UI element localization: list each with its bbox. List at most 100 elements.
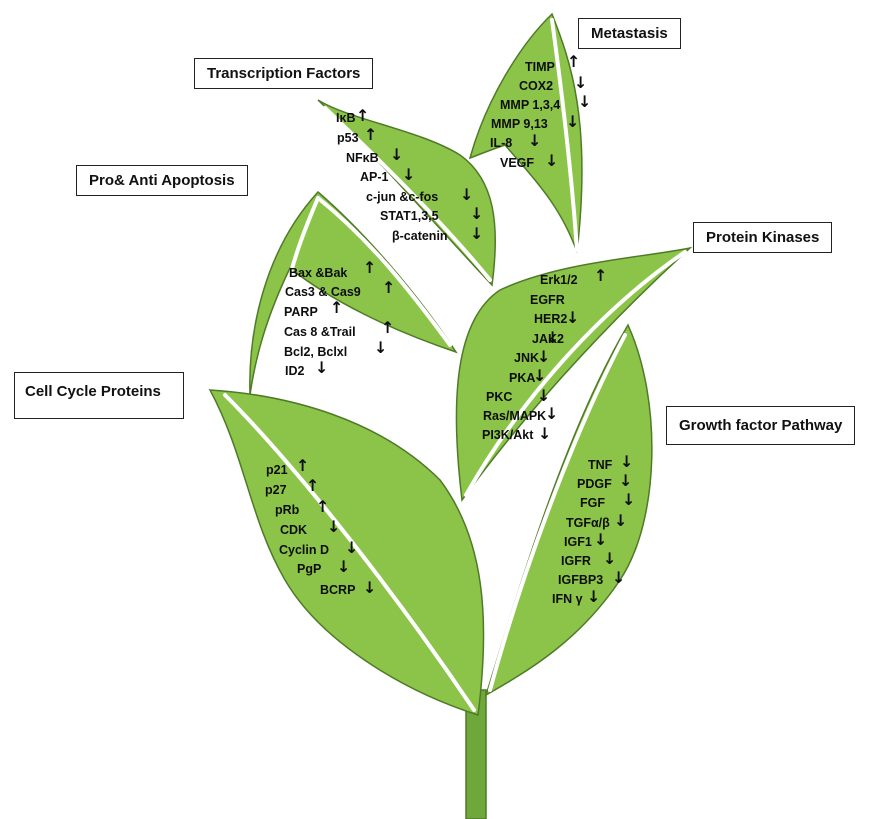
arrow-icon: ↑ xyxy=(567,52,581,71)
list-item: pRb xyxy=(275,503,300,517)
apoptosis-label: Pro& Anti Apoptosis xyxy=(76,165,248,196)
list-item: IκB xyxy=(336,111,356,125)
arrow-icon: ↓ xyxy=(574,73,588,92)
arrow-icon: ↓ xyxy=(587,587,601,606)
arrow-icon: ↓ xyxy=(566,112,580,131)
transcription-factors-leaf xyxy=(317,99,497,287)
arrow-icon: ↑ xyxy=(363,258,377,277)
apoptosis-leaf-vein-2 xyxy=(316,196,452,347)
list-item: Bax &Bak xyxy=(289,266,348,280)
arrow-icon: ↓ xyxy=(612,568,626,587)
protein-kinases-leaf xyxy=(455,246,693,502)
list-item: IGFR xyxy=(561,554,591,568)
list-item: MMP 9,13 xyxy=(491,117,548,131)
arrow-icon: ↓ xyxy=(545,404,559,423)
list-item: β-catenin xyxy=(392,229,448,243)
arrow-icon: ↑ xyxy=(316,497,330,516)
apoptosis-leaf-vein xyxy=(283,196,320,302)
arrow-icon: ↓ xyxy=(578,92,592,111)
list-item: Cas 8 &Trail xyxy=(284,325,356,339)
list-item: p27 xyxy=(265,483,287,497)
arrow-icon: ↓ xyxy=(545,151,559,170)
arrow-icon: ↑ xyxy=(364,125,378,144)
arrow-icon: ↓ xyxy=(315,358,329,377)
list-item: IFN γ xyxy=(552,592,583,606)
list-item: HER2 xyxy=(534,312,568,326)
list-item: JNK xyxy=(514,351,540,365)
list-item: STAT1,3,5 xyxy=(380,209,439,223)
list-item: c-jun &c-fos xyxy=(366,190,439,204)
arrow-icon: ↓ xyxy=(622,490,636,509)
arrow-icon: ↓ xyxy=(537,347,551,366)
list-item: JAK2 xyxy=(532,332,564,346)
list-item: COX2 xyxy=(519,79,554,93)
arrow-icon: ↑ xyxy=(296,456,310,475)
cell-cycle-leaf xyxy=(208,389,485,716)
list-item: FGF xyxy=(580,496,605,510)
arrow-icon: ↓ xyxy=(537,386,551,405)
arrow-icon: ↑ xyxy=(356,106,370,125)
protein-kinases-leaf-vein xyxy=(464,250,687,497)
arrow-icon: ↑ xyxy=(382,278,396,297)
list-item: ID2 xyxy=(285,364,305,378)
list-item: TNF xyxy=(588,458,613,472)
growth-factor-leaf xyxy=(484,323,653,697)
cell-cycle-label: Cell Cycle Proteins xyxy=(14,372,184,419)
arrow-icon: ↓ xyxy=(460,185,474,204)
list-item: PgP xyxy=(297,562,322,576)
list-item: Ras/MAPK xyxy=(483,409,547,423)
arrow-icon: ↓ xyxy=(528,131,542,150)
arrow-icon: ↓ xyxy=(390,145,404,164)
metastasis-label: Metastasis xyxy=(578,18,681,49)
arrow-icon: ↓ xyxy=(345,538,359,557)
arrow-icon: ↑ xyxy=(330,298,344,317)
growth-factor-leaf-vein xyxy=(488,333,627,692)
list-item: VEGF xyxy=(500,156,535,170)
metastasis-leaf-vein xyxy=(550,18,579,252)
metastasis-leaf xyxy=(468,12,583,253)
list-item: CDK xyxy=(280,523,308,537)
arrow-icon: ↓ xyxy=(546,328,560,347)
arrow-icon: ↓ xyxy=(594,530,608,549)
arrow-icon: ↓ xyxy=(603,549,617,568)
transcription-factors-leaf-vein xyxy=(323,106,492,282)
growth-factor-label: Growth factor Pathway xyxy=(666,406,856,445)
list-item: p53 xyxy=(337,131,359,145)
arrow-icon: ↓ xyxy=(619,471,633,490)
list-item: TIMP xyxy=(525,60,555,74)
arrow-icon: ↓ xyxy=(402,165,416,184)
list-item: p21 xyxy=(266,463,288,477)
list-item: PARP xyxy=(284,305,318,319)
arrow-icon: ↓ xyxy=(566,308,580,327)
arrow-icon: ↑ xyxy=(381,318,395,337)
arrow-icon: ↓ xyxy=(620,452,634,471)
list-item: IGFBP3 xyxy=(558,573,604,587)
arrow-icon: ↑ xyxy=(306,476,320,495)
list-item: EGFR xyxy=(530,293,565,307)
protein-kinases-label: Protein Kinases xyxy=(693,222,833,253)
arrow-icon: ↓ xyxy=(470,204,484,223)
arrow-icon: ↓ xyxy=(538,424,552,443)
list-item: IL-8 xyxy=(490,136,513,150)
list-item: PKA xyxy=(509,371,536,385)
list-item: AP-1 xyxy=(360,170,389,184)
list-item: MMP 1,3,4 xyxy=(500,98,561,112)
list-item: Bcl2, Bclxl xyxy=(284,345,348,359)
list-item: BCRP xyxy=(320,583,356,597)
list-item: PKC xyxy=(486,390,513,404)
arrow-icon: ↓ xyxy=(470,224,484,243)
list-item: TGFα/β xyxy=(566,516,610,530)
list-item: PDGF xyxy=(577,477,612,491)
arrow-icon: ↓ xyxy=(614,511,628,530)
arrow-icon: ↓ xyxy=(327,517,341,536)
list-item: IGF1 xyxy=(564,535,592,549)
arrow-icon: ↓ xyxy=(337,557,351,576)
list-item: Erk1/2 xyxy=(540,273,578,287)
arrow-icon: ↓ xyxy=(374,338,388,357)
list-item: NFκB xyxy=(346,151,379,165)
arrow-icon: ↑ xyxy=(594,266,608,285)
list-item: Cyclin D xyxy=(279,543,330,557)
cell-cycle-leaf-vein xyxy=(223,393,476,712)
transcription-factors-label: Transcription Factors xyxy=(194,58,374,89)
